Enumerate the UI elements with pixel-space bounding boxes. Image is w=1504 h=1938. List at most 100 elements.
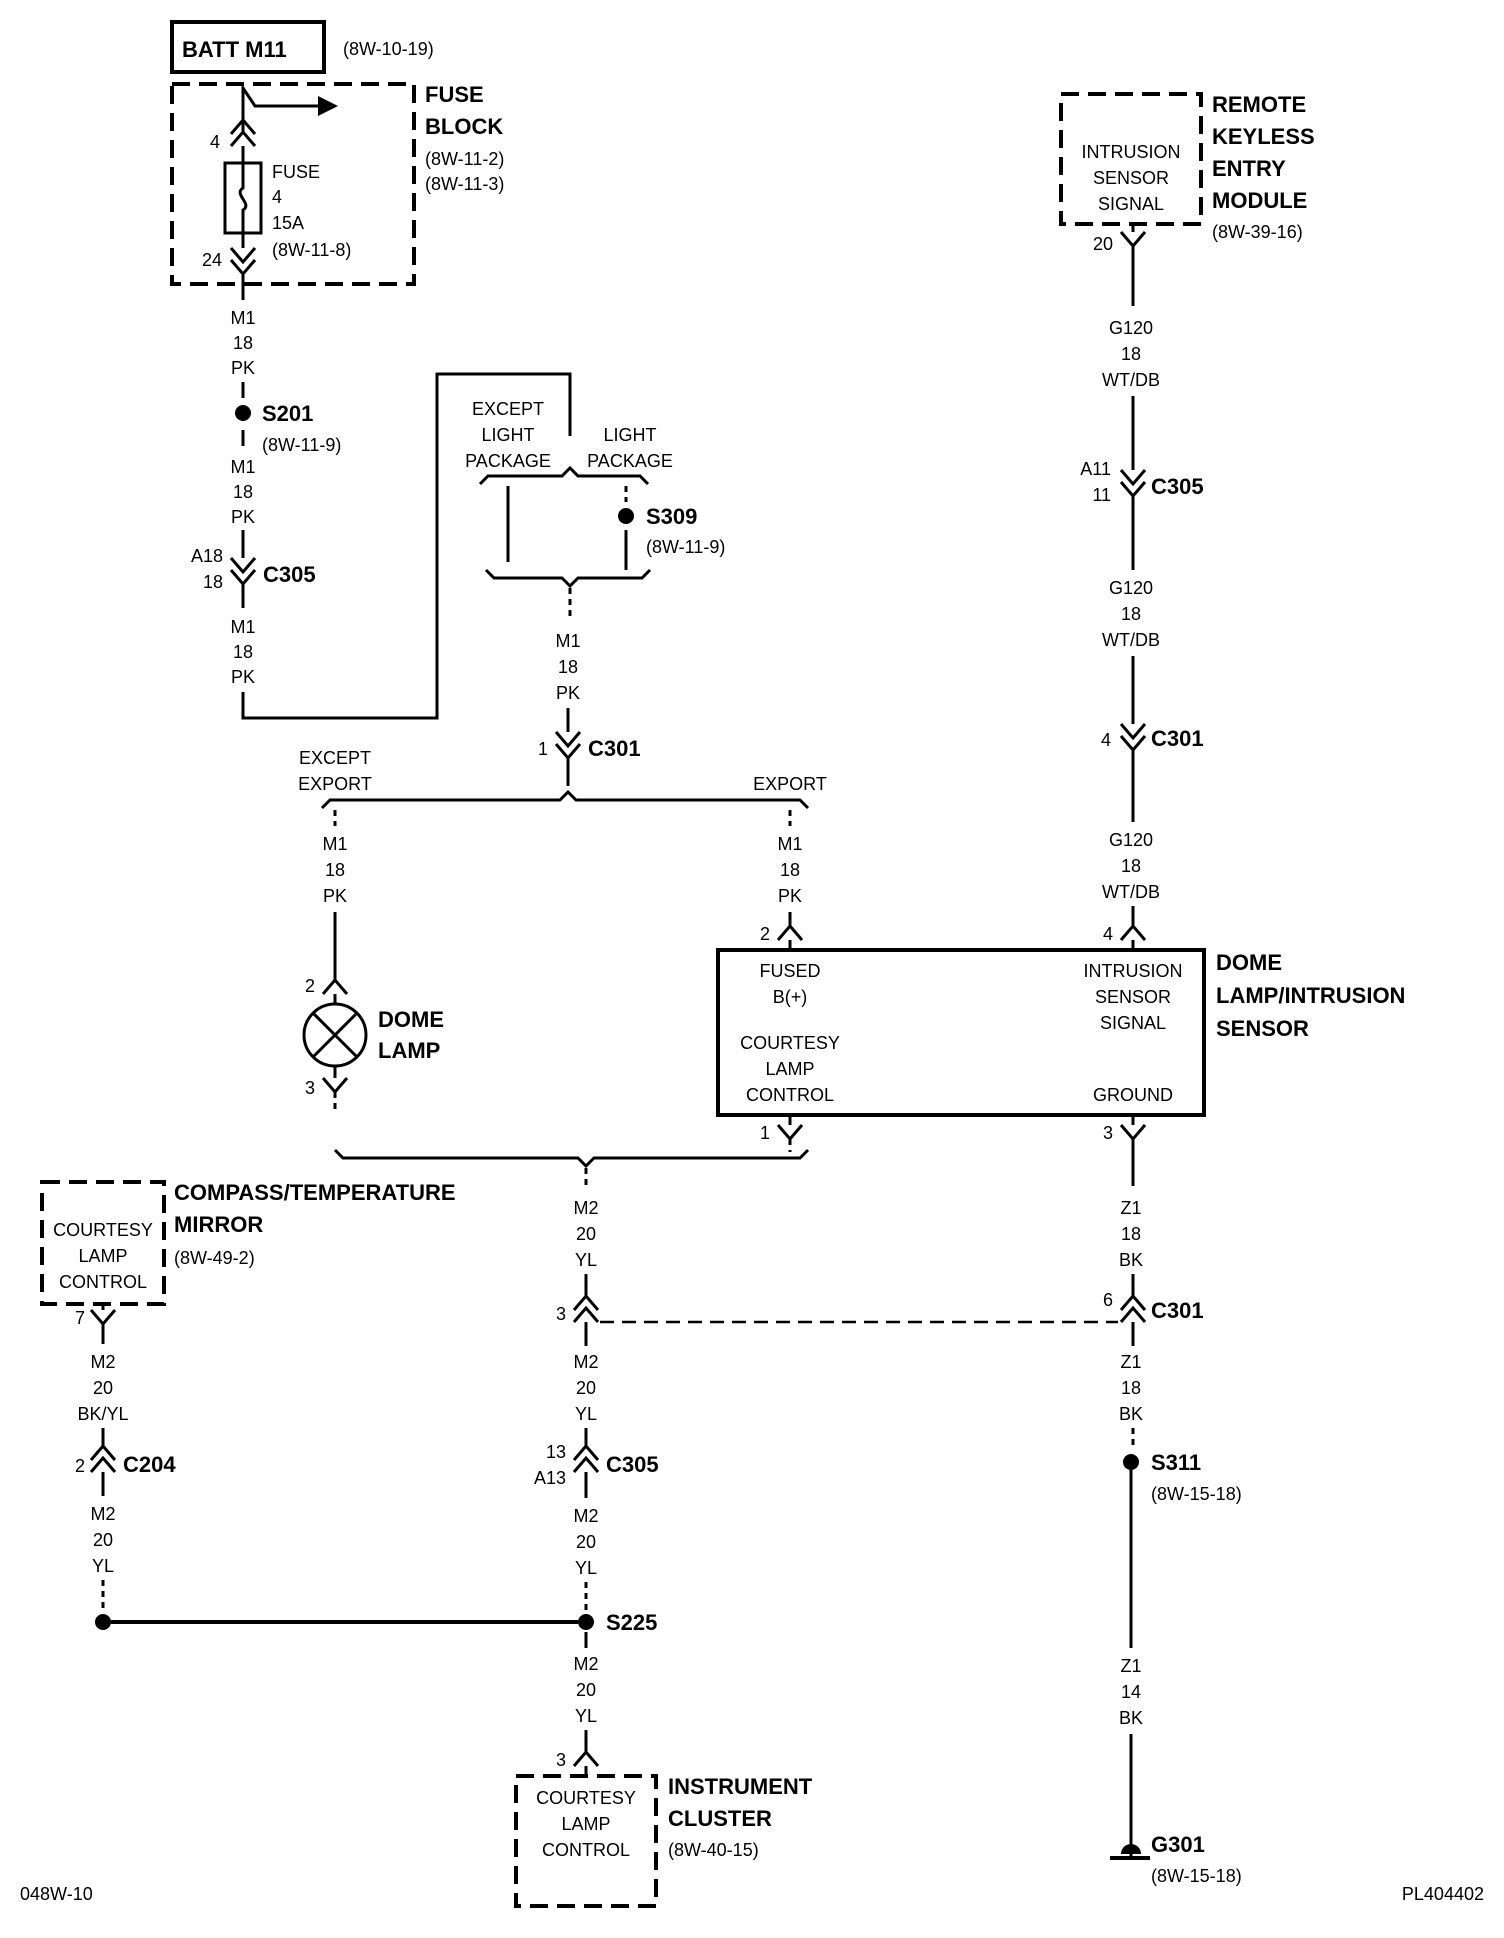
cluster-ref: (8W-40-15) bbox=[668, 1840, 759, 1860]
sensor-intrusion-2: SENSOR bbox=[1095, 987, 1171, 1007]
dome-lamp: 2 DOME LAMP 3 bbox=[302, 976, 444, 1114]
sensor-title-1: DOME bbox=[1216, 950, 1282, 975]
wire-label: 18 bbox=[780, 860, 800, 880]
wire-label: 14 bbox=[1121, 1682, 1141, 1702]
right-chain: G120 18 WT/DB A11 11 C305 G120 18 WT/DB … bbox=[1080, 318, 1242, 1856]
cluster-title-1: INSTRUMENT bbox=[668, 1774, 813, 1799]
wire-label: BK bbox=[1119, 1404, 1143, 1424]
splice-s309 bbox=[618, 508, 634, 524]
wire-label: PK bbox=[231, 507, 255, 527]
c301-a-pin: 1 bbox=[538, 739, 548, 759]
splice-s201 bbox=[235, 405, 251, 421]
splice-s311-ref: (8W-15-18) bbox=[1151, 1484, 1242, 1504]
except-export-text-2: EXPORT bbox=[298, 774, 372, 794]
fuse-pin-24-chevron bbox=[229, 247, 257, 277]
wire-label: YL bbox=[575, 1250, 597, 1270]
sensor-pin-courtesy: 1 bbox=[760, 1123, 770, 1143]
fuse-block: FUSE BLOCK (8W-11-2) (8W-11-3) 4 FUSE 4 … bbox=[170, 82, 504, 286]
sensor-title-2: LAMP/INTRUSION bbox=[1216, 983, 1405, 1008]
mirror-pin-7-connector bbox=[89, 1309, 117, 1327]
fuse-pin-out: 24 bbox=[202, 250, 222, 270]
fuse-pin-in: 4 bbox=[210, 132, 220, 152]
ground-g301: G301 (8W-15-18) bbox=[1110, 1832, 1242, 1886]
wire-label: 18 bbox=[1121, 1378, 1141, 1398]
mirror-title-2: MIRROR bbox=[174, 1212, 263, 1237]
wire-label: 18 bbox=[1121, 604, 1141, 624]
wire-label: 20 bbox=[93, 1378, 113, 1398]
cluster-title-2: CLUSTER bbox=[668, 1806, 772, 1831]
wire-label: Z1 bbox=[1120, 1352, 1141, 1372]
rke-outline bbox=[1059, 92, 1203, 226]
wire-label: 20 bbox=[576, 1378, 596, 1398]
rke-inner-3: SIGNAL bbox=[1098, 194, 1164, 214]
sensor-courtesy-2: LAMP bbox=[765, 1059, 814, 1079]
wire-label: YL bbox=[575, 1404, 597, 1424]
export-text: EXPORT bbox=[753, 774, 827, 794]
sensor-fused-2: B(+) bbox=[773, 987, 808, 1007]
export-bracket bbox=[320, 789, 810, 810]
c305-c-chevron bbox=[572, 1443, 600, 1473]
c305-c-pin-a: 13 bbox=[546, 1442, 566, 1462]
courtesy-lamp-join: M2 20 YL 3 M2 20 YL 13 A13 C305 M2 20 YL… bbox=[333, 1148, 1118, 1776]
cluster-pin: 3 bbox=[556, 1750, 566, 1770]
ground-label: G301 bbox=[1151, 1832, 1205, 1857]
export-option: EXCEPT EXPORT EXPORT M1 18 PK M1 18 PK bbox=[298, 748, 827, 982]
light-option-bracket-bottom bbox=[484, 568, 652, 589]
ground-icon bbox=[1121, 1844, 1141, 1854]
courtesy-join-bracket bbox=[333, 1148, 810, 1169]
wire-label: 20 bbox=[576, 1532, 596, 1552]
c301-b-chevron bbox=[1119, 723, 1147, 753]
wire-label: M2 bbox=[573, 1654, 598, 1674]
c305-b-pin-a: A11 bbox=[1080, 459, 1111, 479]
light-text-1: LIGHT bbox=[603, 425, 656, 445]
fuse-block-title-2: BLOCK bbox=[425, 114, 503, 139]
c204-label: C204 bbox=[123, 1452, 176, 1477]
wire-label: M2 bbox=[90, 1352, 115, 1372]
dome-lamp-pin-bottom: 3 bbox=[305, 1078, 315, 1098]
dome-lamp-title-2: LAMP bbox=[378, 1038, 440, 1063]
c301-c-right-chevron bbox=[1119, 1293, 1147, 1323]
fuse-block-title-1: FUSE bbox=[425, 82, 484, 107]
wire-label: PK bbox=[778, 886, 802, 906]
wire-label: PK bbox=[556, 683, 580, 703]
m1-feed-left: M1 18 PK S201 (8W-11-9) M1 18 PK A18 18 … bbox=[191, 274, 572, 720]
c301-c-left-chevron bbox=[572, 1293, 600, 1323]
cluster-inner-2: LAMP bbox=[561, 1814, 610, 1834]
wire-label: M1 bbox=[230, 308, 255, 328]
fuse-block-ref-2: (8W-11-3) bbox=[425, 174, 504, 194]
c305-c-label: C305 bbox=[606, 1452, 659, 1477]
wire-label: BK bbox=[1119, 1708, 1143, 1728]
wire-label: M1 bbox=[777, 834, 802, 854]
rke-pin-20-connector bbox=[1119, 231, 1147, 249]
light-text-2: PACKAGE bbox=[587, 451, 673, 471]
mirror-inner-2: LAMP bbox=[78, 1246, 127, 1266]
wire-label: WT/DB bbox=[1102, 882, 1160, 902]
batt-label: BATT M11 bbox=[182, 37, 287, 62]
dome-lamp-pin-3-connector bbox=[321, 1077, 349, 1095]
c305-b-pin-b: 11 bbox=[1092, 485, 1111, 505]
c204-chevron bbox=[89, 1443, 117, 1473]
mirror-ref: (8W-49-2) bbox=[174, 1248, 255, 1268]
wire-label: PK bbox=[231, 667, 255, 687]
rke-inner-1: INTRUSION bbox=[1082, 142, 1181, 162]
sensor-pin-intrusion: 4 bbox=[1103, 924, 1113, 944]
dome-lamp-pin-2-connector bbox=[321, 977, 349, 995]
c305-a-chevron bbox=[229, 557, 257, 587]
splice-s311 bbox=[1123, 1454, 1139, 1470]
mirror-pin: 7 bbox=[75, 1308, 85, 1328]
wire-label: YL bbox=[92, 1556, 114, 1576]
wire-label: 20 bbox=[576, 1224, 596, 1244]
sensor-intrusion-1: INTRUSION bbox=[1084, 961, 1183, 981]
sensor-ground: GROUND bbox=[1093, 1085, 1173, 1105]
wire-label: PK bbox=[323, 886, 347, 906]
wire-label: M1 bbox=[555, 631, 580, 651]
sensor-pin-fused: 2 bbox=[760, 924, 770, 944]
c305-b-chevron bbox=[1119, 469, 1147, 499]
wire-label: WT/DB bbox=[1102, 370, 1160, 390]
sensor-pin-1-connector bbox=[776, 1124, 804, 1142]
sensor-fused-1: FUSED bbox=[759, 961, 820, 981]
fuse-label: FUSE bbox=[272, 162, 320, 182]
splice-s311-label: S311 bbox=[1151, 1450, 1201, 1475]
fuse-pin-4-chevron bbox=[229, 117, 257, 147]
